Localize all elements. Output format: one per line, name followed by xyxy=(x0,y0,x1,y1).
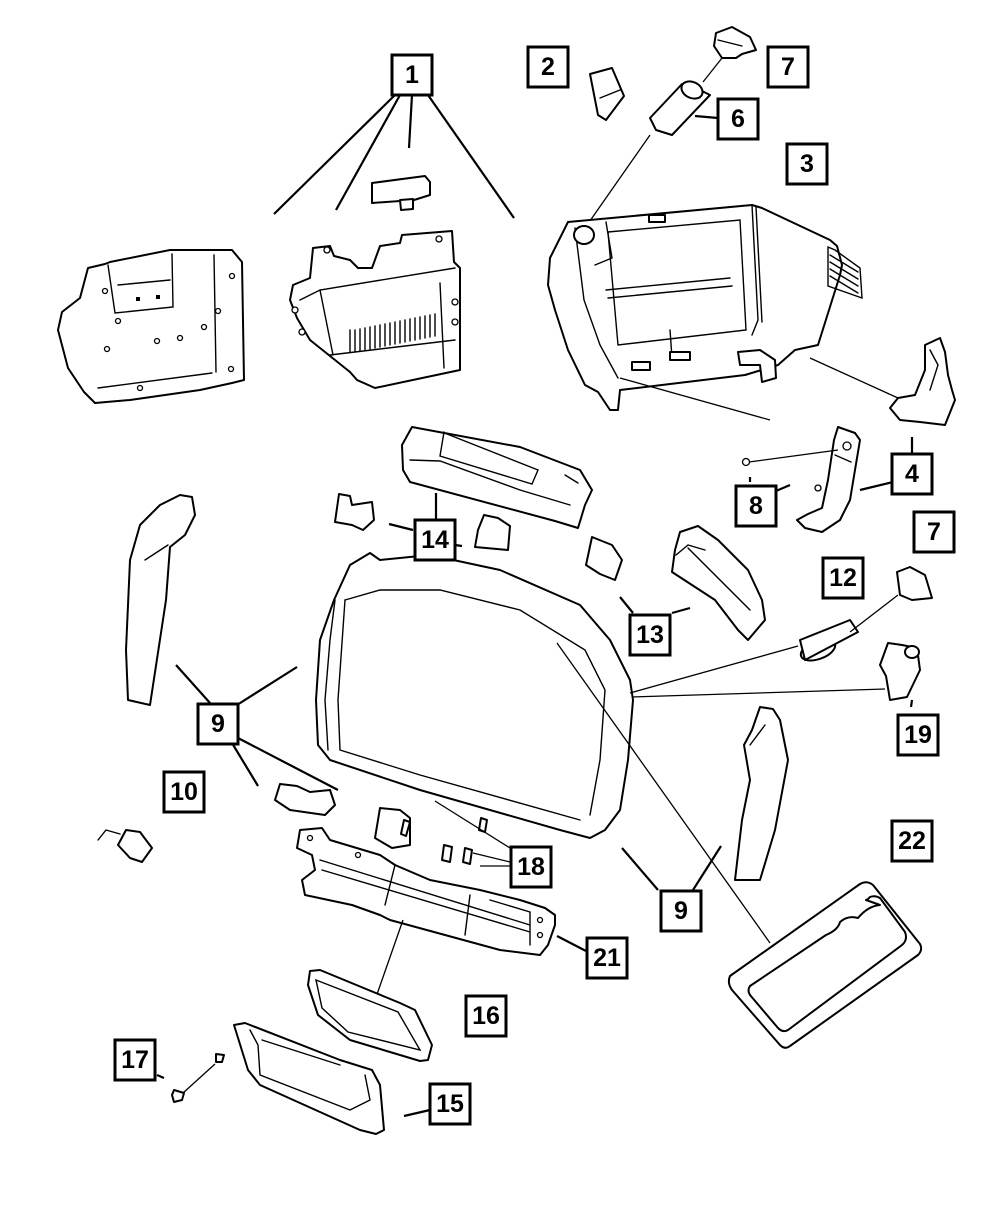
callout-14: 14 xyxy=(413,518,457,562)
svg-text:14: 14 xyxy=(421,526,449,554)
seat-console-frame xyxy=(296,827,556,1001)
callout-12: 12 xyxy=(821,556,865,600)
callout-6: 6 xyxy=(716,97,760,141)
svg-text:12: 12 xyxy=(829,564,857,592)
svg-text:15: 15 xyxy=(436,1090,464,1118)
console-main-body xyxy=(315,552,886,944)
end-cap-trim xyxy=(796,426,861,533)
callout-17: 17 xyxy=(113,1038,157,1082)
callout-21: 21 xyxy=(585,936,629,980)
side-trim-panels xyxy=(125,494,789,881)
callout-18: 18 xyxy=(509,845,553,889)
glove-box-latch-bracket xyxy=(371,175,431,211)
callout-3: 3 xyxy=(785,142,829,186)
callout-9-left: 9 xyxy=(196,702,240,746)
svg-text:16: 16 xyxy=(472,1002,500,1030)
fastener-screw xyxy=(741,449,839,492)
tray-liner xyxy=(307,969,433,1062)
glove-box-lamp-socket xyxy=(713,26,757,59)
svg-text:22: 22 xyxy=(898,827,926,855)
svg-text:13: 13 xyxy=(636,621,664,649)
callout-1: 1 xyxy=(390,53,434,97)
svg-text:9: 9 xyxy=(211,710,225,738)
console-bezel xyxy=(671,525,766,641)
glove-box-bumper xyxy=(589,67,625,121)
callout-19: 19 xyxy=(896,713,940,757)
svg-text:21: 21 xyxy=(593,944,621,972)
support-bracket xyxy=(809,337,956,426)
instrument-panel-lower-cover xyxy=(547,204,863,421)
bolts xyxy=(400,800,511,867)
mounting-plate xyxy=(97,783,411,863)
callout-2: 2 xyxy=(526,45,570,89)
svg-text:7: 7 xyxy=(781,53,795,81)
callout-9-bottom: 9 xyxy=(659,889,703,933)
svg-text:8: 8 xyxy=(749,492,763,520)
svg-text:10: 10 xyxy=(170,778,198,806)
callout-15: 15 xyxy=(428,1082,472,1126)
clips xyxy=(334,493,623,581)
switch-connector xyxy=(799,566,933,701)
callout-10: 10 xyxy=(162,770,206,814)
callout-7-right: 7 xyxy=(912,510,956,554)
svg-text:3: 3 xyxy=(800,150,814,178)
svg-text:9: 9 xyxy=(674,897,688,925)
callout-13: 13 xyxy=(628,613,672,657)
svg-text:18: 18 xyxy=(517,853,545,881)
push-pin-clip xyxy=(171,1053,225,1103)
callout-4: 4 xyxy=(890,452,934,496)
glove-box-lamp-bulb xyxy=(584,57,723,229)
svg-text:6: 6 xyxy=(731,105,745,133)
svg-text:17: 17 xyxy=(121,1046,149,1074)
callout-16: 16 xyxy=(464,994,508,1038)
svg-text:19: 19 xyxy=(904,721,932,749)
storage-tray xyxy=(233,1022,385,1135)
svg-text:2: 2 xyxy=(541,53,555,81)
armrest-lid xyxy=(401,426,593,529)
glove-box-bin xyxy=(289,230,461,389)
callout-22: 22 xyxy=(890,819,934,863)
knee-bolster-panel xyxy=(57,249,245,404)
console-mat xyxy=(727,881,923,1049)
svg-text:7: 7 xyxy=(927,518,941,546)
callout-7-top: 7 xyxy=(766,45,810,89)
callout-8: 8 xyxy=(734,484,778,528)
svg-text:1: 1 xyxy=(405,61,419,89)
svg-text:4: 4 xyxy=(905,460,919,488)
